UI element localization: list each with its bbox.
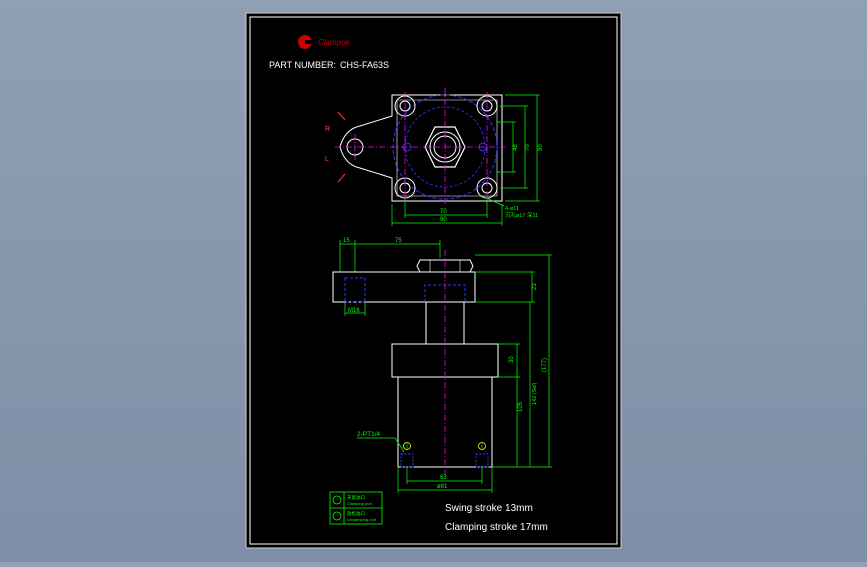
sheet-border: [249, 16, 618, 545]
dim-30: 30: [509, 356, 515, 363]
dim-75: 75: [395, 238, 402, 244]
clamping-stroke-note: Clamping stroke 17mm: [445, 522, 548, 533]
part-number-value: CHS-FA63S: [340, 60, 389, 70]
legend-unclamp-cn: 放松油口: [347, 510, 365, 517]
logo: Clampok: [298, 35, 351, 49]
ports: [357, 437, 489, 468]
legend-clamp-cn: 夹紧油口: [347, 494, 365, 501]
dim-15: 15: [343, 238, 350, 244]
bolt-callout: 4-ø11: [505, 206, 519, 212]
counterbore-callout: 沉孔ø17 深11: [505, 211, 538, 219]
logo-text: Clampok: [318, 38, 351, 47]
top-view: R L 90 70 48 70 90 4-ø11 沉孔ø17 深1: [325, 88, 544, 226]
port-legend: 夹紧油口 Clamping port 放松油口 Unclamping port: [329, 491, 383, 525]
dim-w90: 90: [440, 217, 447, 223]
legend-clamp-en: Clamping port: [347, 501, 373, 506]
dim-142: 142 (Sel): [532, 383, 538, 405]
top-dimensions: [391, 94, 540, 226]
dim-h70: 70: [525, 144, 531, 151]
port-callout: 2-PT1/4: [357, 431, 381, 438]
dim-23: 23: [532, 283, 538, 290]
clamp-arm: [332, 271, 476, 303]
dim-w70: 70: [440, 209, 447, 215]
dim-177: (177): [542, 358, 548, 372]
legend-unclamp-en: Unclamping port: [347, 517, 377, 522]
swing-stroke-note: Swing stroke 13mm: [445, 503, 533, 514]
thread-label: M16: [348, 308, 360, 314]
rotation-arrows: [337, 111, 346, 183]
clamp-port-icon: [332, 495, 342, 505]
flange-outline: [339, 94, 503, 202]
top-nut: [416, 259, 474, 273]
front-view: 15 75 M16: [332, 238, 552, 493]
dim-63: 63: [440, 475, 447, 481]
drawing-sheet: [245, 12, 622, 549]
centerlines: [335, 88, 505, 206]
rotation-right-label: R: [325, 126, 330, 133]
part-number-label: PART NUMBER:: [269, 60, 336, 70]
dim-h48: 48: [513, 144, 519, 151]
rotation-left-label: L: [325, 156, 329, 163]
dim-81: ø81: [437, 484, 448, 490]
unclamp-port-icon: [332, 511, 342, 521]
dim-105: 105: [518, 401, 524, 412]
dim-h90: 90: [538, 144, 544, 151]
